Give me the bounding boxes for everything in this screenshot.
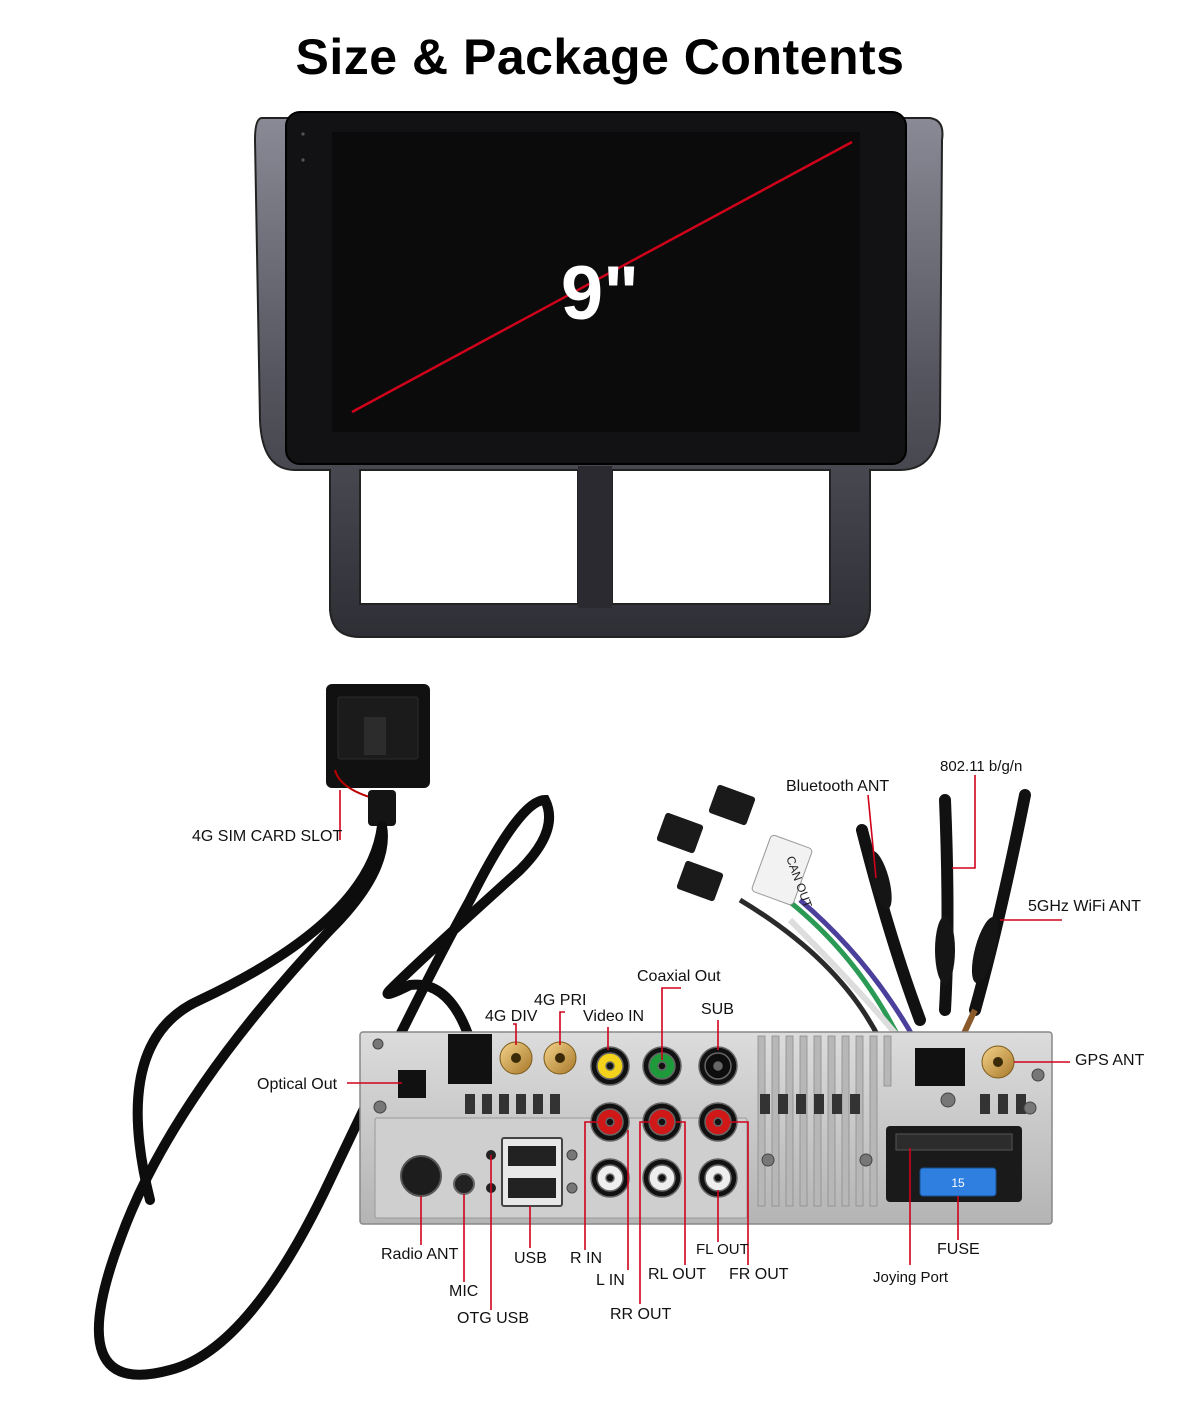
label-otg-usb: OTG USB xyxy=(457,1310,530,1327)
label-wifi-80211: 802.11 b/g/n xyxy=(940,758,1023,775)
label-coaxial-out: Coaxial Out xyxy=(637,968,721,985)
label-fr-out: FR OUT xyxy=(729,1266,789,1283)
antenna-bundle: CAN OUT xyxy=(656,784,1031,1071)
mic-port xyxy=(453,1173,475,1195)
label-fuse: FUSE xyxy=(937,1241,980,1258)
label-radio-ant: Radio ANT xyxy=(381,1246,459,1263)
sim-card-cable xyxy=(93,684,555,1380)
label-4g-div: 4G DIV xyxy=(485,1008,538,1025)
label-mic: MIC xyxy=(449,1283,479,1300)
rear-chassis: 15 xyxy=(359,1031,1053,1225)
radio-ant-port xyxy=(400,1155,442,1197)
vent-divider xyxy=(578,466,612,608)
harness-plug xyxy=(915,1048,965,1086)
optical-port xyxy=(398,1070,426,1098)
vent-opening-left xyxy=(359,469,579,605)
label-4g-pri: 4G PRI xyxy=(534,992,587,1009)
sim-dock xyxy=(448,1034,492,1084)
screen xyxy=(332,132,860,432)
label-rr-out: RR OUT xyxy=(610,1306,672,1323)
label-video-in: Video IN xyxy=(583,1008,645,1025)
leader-lines xyxy=(339,775,1070,1310)
label-rl-out: RL OUT xyxy=(648,1266,707,1283)
mic-dot xyxy=(301,158,305,162)
page-title: Size & Package Contents xyxy=(295,29,905,85)
label-optical-out: Optical Out xyxy=(257,1076,338,1093)
label-sub: SUB xyxy=(701,1001,734,1018)
label-wifi-5ghz: 5GHz WiFi ANT xyxy=(1028,898,1141,915)
vent-opening-right xyxy=(611,469,831,605)
screen-size-label: 9" xyxy=(560,251,640,336)
label-r-in: R IN xyxy=(570,1250,602,1267)
label-l-in: L IN xyxy=(596,1272,625,1289)
label-usb: USB xyxy=(514,1250,547,1267)
fuse-value: 15 xyxy=(951,1176,965,1190)
indicator-dot xyxy=(301,132,305,136)
diagonal-line xyxy=(351,140,853,414)
label-fl-out: FL OUT xyxy=(696,1241,749,1258)
label-sim-slot: 4G SIM CARD SLOT xyxy=(192,828,343,845)
head-unit xyxy=(253,111,944,638)
label-gps-ant: GPS ANT xyxy=(1075,1052,1145,1069)
label-bluetooth-ant: Bluetooth ANT xyxy=(786,778,890,795)
label-joying-port: Joying Port xyxy=(873,1269,949,1286)
